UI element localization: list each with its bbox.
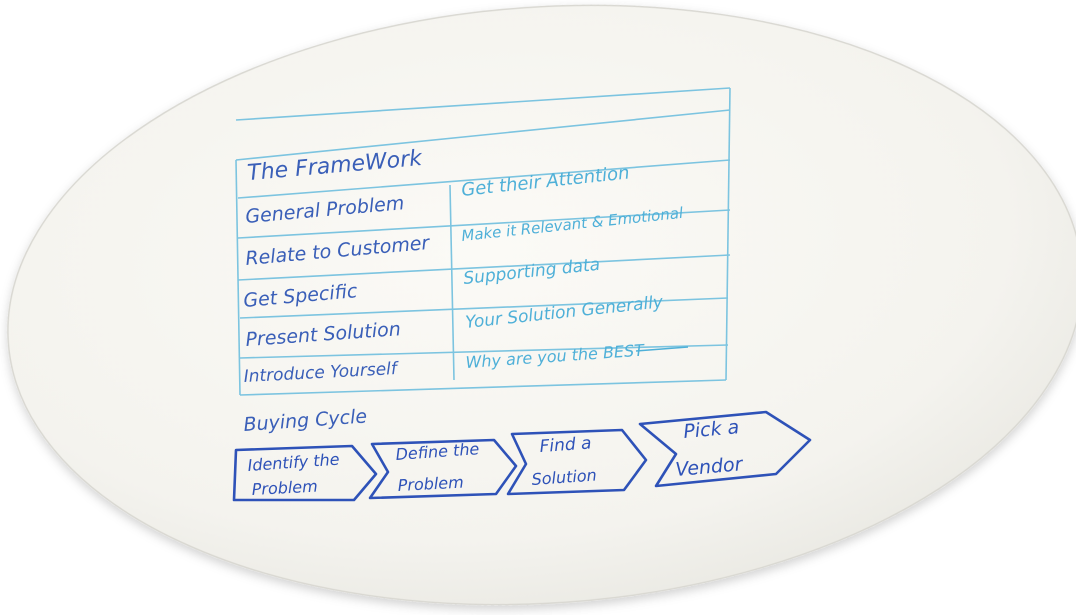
chevron-step-3 <box>506 428 648 496</box>
buying-cycle-labels: Identify the Problem Define the Problem … <box>247 416 745 499</box>
chevron-step-4 <box>638 410 812 488</box>
cycle-step-label: Find a <box>539 433 592 457</box>
framework-grid <box>235 87 731 396</box>
best-underline <box>635 346 689 352</box>
cycle-step-label: Pick a <box>683 416 741 443</box>
cycle-step-label: Problem <box>251 477 318 499</box>
chevron-step-1 <box>232 444 378 502</box>
cycle-step-label: Problem <box>397 473 464 495</box>
cycle-step-label: Solution <box>531 465 597 489</box>
chevron-step-2 <box>368 438 518 500</box>
buying-cycle-chevrons <box>232 410 812 502</box>
